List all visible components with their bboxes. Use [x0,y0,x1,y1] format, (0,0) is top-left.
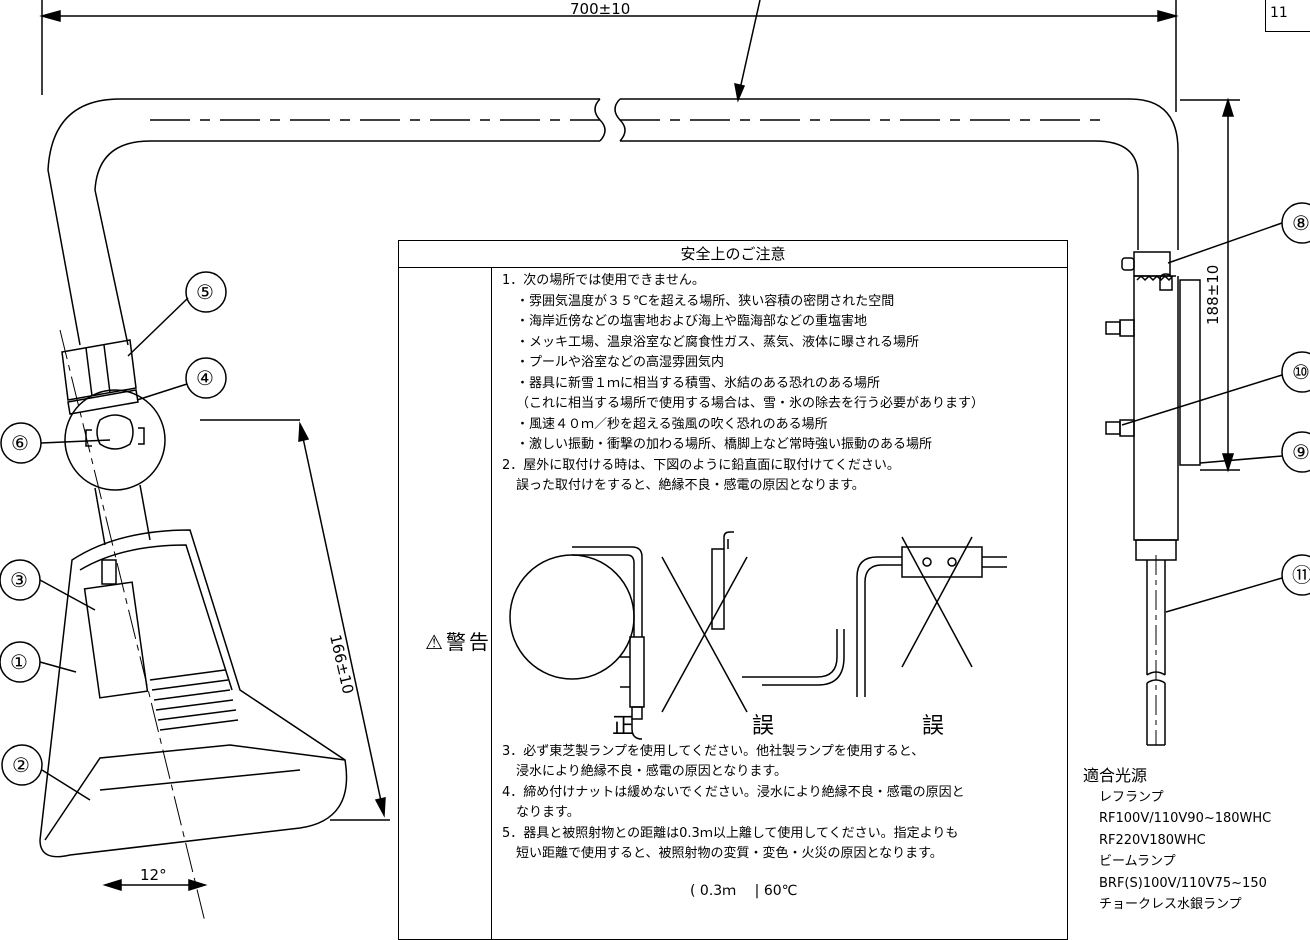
warning-item-3: 3．必ず東芝製ランプを使用してください。他社製ランプを使用すると、 [502,743,925,759]
safety-marks: ( 0.3ｍ | 60℃ [690,880,797,900]
lamp-item: レフランプ [1099,789,1164,805]
warning-item-5: 5．器具と被照射物との距離は0.3ｍ以上離して使用してください。指定よりも [502,825,959,841]
warning-item-1a: ・雰囲気温度が３５℃を超える場所、狭い容積の密閉された空間 [516,293,895,309]
temperature-mark-icon: | [754,883,760,899]
sheet-number: 11 [1265,0,1310,32]
warning-item-1e: ・器具に新雪１ｍに相当する積雪、氷結のある恐れのある場所 [516,375,881,391]
temperature-mark: 60℃ [763,883,798,899]
dimension-700: 700±10 [570,0,630,18]
warning-divider [491,267,492,939]
warning-item-1b: ・海岸近傍などの塩害地および海上や臨海部などの重塩害地 [516,314,868,329]
warning-item-4a: なります。 [516,805,580,820]
warning-item-5a: 短い距離で使用すると、被照射物の変質・変色・火災の原因となります。 [516,846,943,861]
warning-item-1c: ・メッキ工場、温泉浴室など腐食性ガス、蒸気、液体に曝される場所 [516,334,920,350]
dimension-angle: 12° [140,866,167,884]
lamp-item: RF100V/110V90~180WHC [1099,811,1272,826]
mount-label-wrong-2: 誤 [922,714,944,739]
part-8: ⑧ [1292,211,1310,235]
part-11: ⑪ [1292,563,1310,587]
warning-label: ⚠警告 [425,630,492,654]
part-2: ② [12,753,30,777]
warning-item-2a: 誤った取付けをすると、絶縁不良・感電の原因となります。 [516,478,865,493]
distance-mark: 0.3ｍ [699,883,737,899]
part-5: ⑤ [196,280,214,304]
warning-item-1g: ・風速４０ｍ／秒を超える強風の吹く恐れのある場所 [516,416,828,432]
part-1: ① [10,650,28,674]
safety-warning-box: 安全上のご注意 ⚠警告 1．次の場所では使用できません。 ・雰囲気温度が３５℃を… [398,240,1068,940]
lamp-item: BRF(S)100V/110V75~150 [1099,875,1267,891]
mount-label-wrong-1: 誤 [752,714,774,739]
lamp-item: チョークレス水銀ランプ [1099,897,1242,912]
dimension-166: 166±10 [326,633,357,696]
warning-title: 安全上のご注意 [399,241,1067,268]
mount-label-correct: 正 [612,714,634,739]
lamp-item: RF220V180WHC [1099,832,1206,848]
warning-item-1f: （これに相当する場所で使用する場合は、雪・氷の除去を行う必要があります） [516,396,985,411]
dimension-188: 188±10 [1204,265,1222,325]
warning-item-1h: ・激しい振動・衝撃の加わる場所、橋脚上など常時強い振動のある場所 [516,437,933,452]
part-6: ⑥ [11,431,29,455]
part-3: ③ [10,568,28,592]
part-9: ⑨ [1292,440,1310,464]
warning-item-1: 1．次の場所では使用できません。 [502,273,705,288]
warning-item-4: 4．締め付けナットは緩めないでください。浸水により絶縁不良・感電の原因と [502,784,965,800]
mounting-diagrams: 正 誤 誤 [509,530,1007,740]
warning-item-3a: 浸水により絶縁不良・感電の原因となります。 [516,764,788,779]
distance-mark-icon: ( [690,883,696,899]
warning-body: 1．次の場所では使用できません。 ・雰囲気温度が３５℃を超える場所、狭い容積の密… [502,271,1057,865]
part-10: ⑩ [1292,360,1310,384]
warning-item-1d: ・プールや浴室などの高湿雰囲気内 [516,355,725,370]
lamp-item: ビームランプ [1099,854,1176,869]
compatible-lamps: 適合光源 レフランプ RF100V/110V90~180WHC RF220V18… [1083,765,1271,916]
lamps-title: 適合光源 [1083,766,1148,785]
mounting-illustrations: 正 誤 誤 [502,497,1057,742]
warning-item-2: 2．屋外に取付ける時は、下図のように鉛直面に取付けてください。 [502,457,900,473]
part-4: ④ [196,366,214,390]
